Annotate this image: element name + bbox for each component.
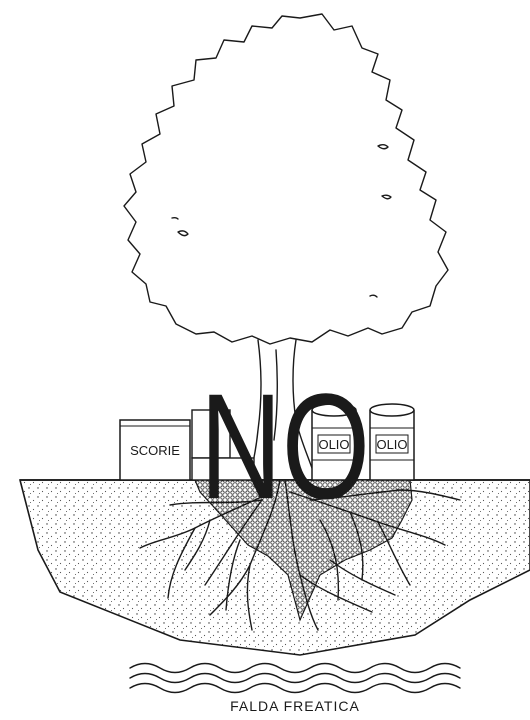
crown-spots bbox=[172, 145, 391, 297]
groundwater-waves bbox=[130, 664, 460, 693]
scorie-label: SCORIE bbox=[130, 443, 180, 458]
tree-crown bbox=[124, 14, 448, 344]
oil-barrel-2: OLIO bbox=[370, 404, 414, 480]
no-label: NO bbox=[200, 362, 370, 530]
falda-freatica-label: FALDA FREATICA bbox=[230, 698, 360, 714]
scorie-box: SCORIE bbox=[120, 420, 190, 480]
olio-label-2: OLIO bbox=[376, 437, 407, 452]
